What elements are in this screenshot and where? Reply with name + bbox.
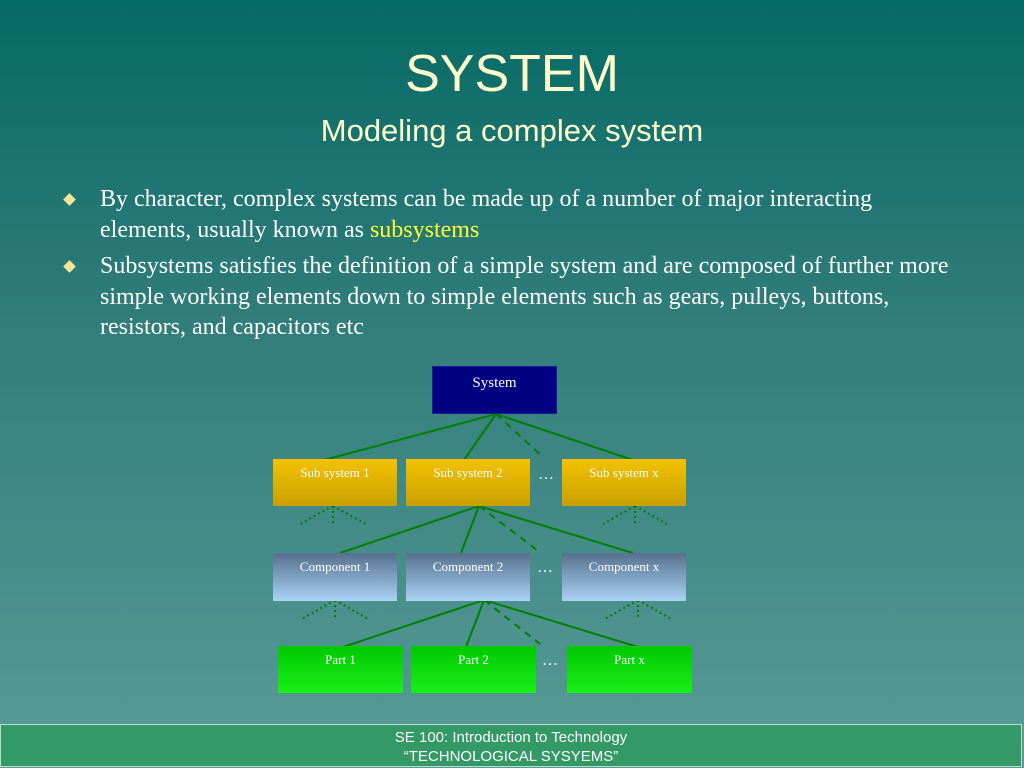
part-box: Part x xyxy=(567,646,692,693)
component-box: Component x xyxy=(562,553,686,601)
subsystem-box: Sub system 2 xyxy=(406,459,530,506)
connector-dotted xyxy=(604,599,639,620)
connector-dotted xyxy=(602,505,636,525)
subsystem-box: Sub system x xyxy=(562,459,686,506)
slide-title: SYSTEM xyxy=(405,45,619,103)
bullet-item: Subsystems satisfies the definition of a… xyxy=(62,251,962,343)
component-ellipsis: … xyxy=(537,559,553,576)
bullet-text: By character, complex systems can be mad… xyxy=(100,186,873,243)
bullet-text: Subsystems satisfies the definition of a… xyxy=(100,253,949,340)
connector-dotted xyxy=(332,505,367,525)
connector-dotted xyxy=(637,599,672,620)
connector-line xyxy=(495,413,634,461)
slide-footer: SE 100: Introduction to Technology “TECH… xyxy=(0,724,1022,767)
connector-dashed xyxy=(495,413,544,458)
system-box: System xyxy=(432,366,557,414)
connector-line xyxy=(465,599,485,648)
connector-dotted xyxy=(299,505,334,525)
part-box: Part 2 xyxy=(411,646,536,693)
part-ellipsis: … xyxy=(542,652,558,669)
bullet-list: By character, complex systems can be mad… xyxy=(62,184,962,349)
part-box: Part 1 xyxy=(278,646,403,693)
connector-line xyxy=(460,505,480,554)
connector-line xyxy=(463,413,497,461)
subsystem-box: Sub system 1 xyxy=(273,459,397,506)
component-box: Component 1 xyxy=(273,553,397,601)
connector-line xyxy=(478,505,634,554)
component-box: Component 2 xyxy=(406,553,530,601)
connector-line xyxy=(339,505,480,554)
connector-dotted xyxy=(334,599,369,620)
connector-line xyxy=(342,599,485,648)
footer-topic: “TECHNOLOGICAL SYSYEMS” xyxy=(403,748,619,765)
slide-subtitle: Modeling a complex system xyxy=(320,113,704,148)
subsystem-ellipsis: … xyxy=(538,466,554,483)
bullet-highlight: subsystems xyxy=(369,216,480,243)
connector-dotted xyxy=(301,599,336,620)
connector-line xyxy=(323,413,497,461)
footer-course: SE 100: Introduction to Technology xyxy=(394,729,628,746)
bullet-item: By character, complex systems can be mad… xyxy=(62,184,962,245)
connector-line xyxy=(483,599,639,648)
connector-dashed xyxy=(483,599,541,645)
connector-dashed xyxy=(478,505,538,551)
connector-dotted xyxy=(634,505,668,525)
